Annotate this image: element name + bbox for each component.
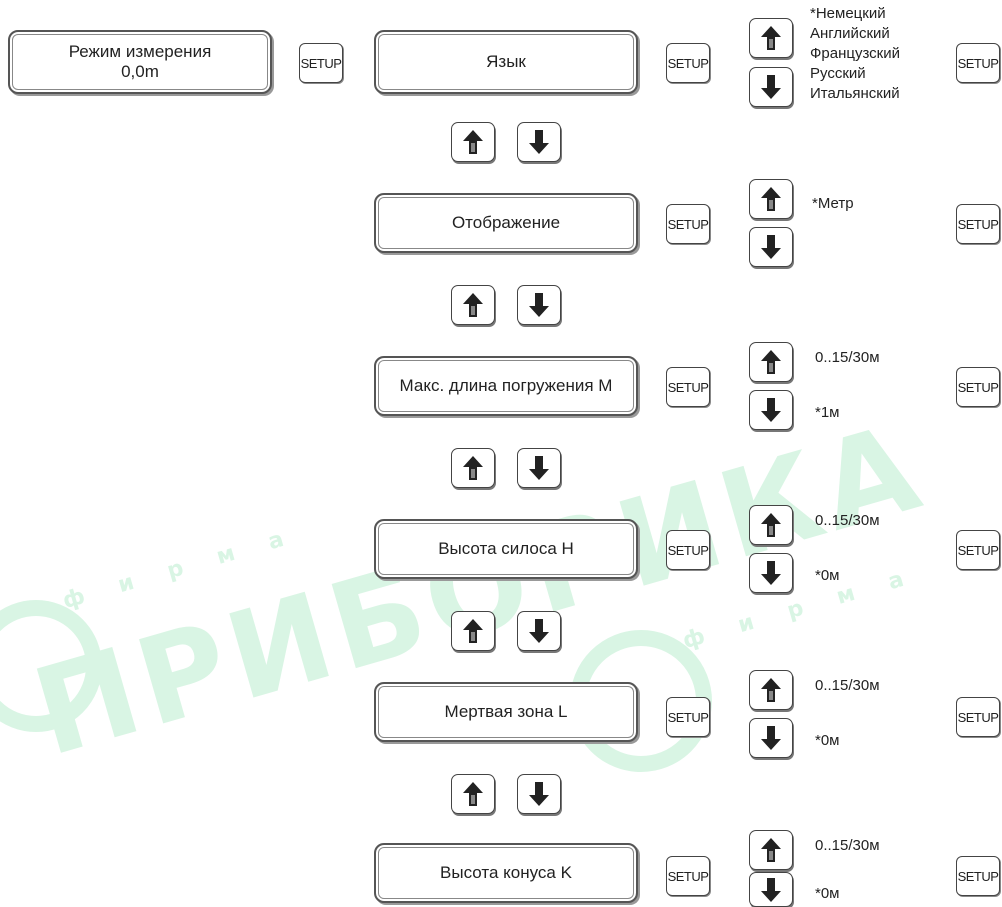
range-text: 0..15/30м [815, 512, 880, 529]
measure-mode-title: Режим измерения [68, 42, 212, 61]
range-text: 0..15/30м [815, 677, 880, 694]
menu-up-button[interactable] [451, 285, 495, 325]
menu-item-label: Язык [486, 52, 526, 71]
arrow-up-icon [761, 350, 781, 374]
value-down-button[interactable] [749, 553, 793, 593]
menu-item-display: Высота конуса K [374, 843, 638, 903]
value-up-button[interactable] [749, 179, 793, 219]
value-down-button[interactable] [749, 390, 793, 430]
value-up-button[interactable] [749, 670, 793, 710]
arrow-up-icon [463, 456, 483, 480]
setup-button[interactable]: SETUP [956, 204, 1000, 244]
menu-down-button[interactable] [517, 611, 561, 651]
arrow-down-icon [529, 782, 549, 806]
arrow-up-icon [761, 678, 781, 702]
menu-item-display: Макс. длина погружения M [374, 356, 638, 416]
menu-item-display: Мертвая зона L [374, 682, 638, 742]
value-down-button[interactable] [749, 227, 793, 267]
value-up-button[interactable] [749, 505, 793, 545]
arrow-up-icon [761, 838, 781, 862]
value-down-button[interactable] [749, 67, 793, 107]
option-item: Английский [810, 25, 890, 42]
setup-button[interactable]: SETUP [666, 856, 710, 896]
arrow-up-icon [463, 130, 483, 154]
setup-button[interactable]: SETUP [956, 530, 1000, 570]
arrow-down-icon [761, 561, 781, 585]
option-item: Итальянский [810, 85, 900, 102]
setup-button[interactable]: SETUP [666, 367, 710, 407]
language-options: *Немецкий Английский Французский Русский… [810, 4, 900, 104]
watermark-logo-ring [0, 600, 102, 732]
value-up-button[interactable] [749, 18, 793, 58]
measure-mode-value: 0,0m [121, 62, 159, 81]
menu-up-button[interactable] [451, 611, 495, 651]
arrow-up-icon [761, 513, 781, 537]
setup-button[interactable]: SETUP [666, 697, 710, 737]
menu-down-button[interactable] [517, 448, 561, 488]
default-text: *0м [815, 885, 840, 902]
menu-down-button[interactable] [517, 285, 561, 325]
value-down-button[interactable] [749, 872, 793, 907]
setup-button[interactable]: SETUP [956, 367, 1000, 407]
default-text: *1м [815, 404, 840, 421]
arrow-down-icon [529, 619, 549, 643]
menu-down-button[interactable] [517, 774, 561, 814]
range-text: 0..15/30м [815, 837, 880, 854]
setup-button[interactable]: SETUP [299, 43, 343, 83]
arrow-down-icon [761, 726, 781, 750]
menu-up-button[interactable] [451, 122, 495, 162]
menu-item-display: Язык [374, 30, 638, 94]
menu-down-button[interactable] [517, 122, 561, 162]
arrow-down-icon [529, 456, 549, 480]
arrow-up-icon [463, 619, 483, 643]
setup-button[interactable]: SETUP [956, 43, 1000, 83]
setup-button[interactable]: SETUP [666, 530, 710, 570]
measure-mode-display: Режим измерения 0,0m [8, 30, 272, 94]
arrow-down-icon [761, 75, 781, 99]
option-item: Французский [810, 45, 900, 62]
arrow-up-icon [463, 293, 483, 317]
setup-button[interactable]: SETUP [666, 204, 710, 244]
setup-button[interactable]: SETUP [956, 856, 1000, 896]
menu-item-display: Отображение [374, 193, 638, 253]
setup-button[interactable]: SETUP [666, 43, 710, 83]
arrow-down-icon [761, 398, 781, 422]
option-item: Русский [810, 65, 866, 82]
value-up-button[interactable] [749, 830, 793, 870]
range-text: 0..15/30м [815, 349, 880, 366]
value-down-button[interactable] [749, 718, 793, 758]
watermark-tag: ф и р м а [60, 523, 300, 615]
arrow-up-icon [463, 782, 483, 806]
menu-item-label: Отображение [451, 213, 561, 232]
setup-button[interactable]: SETUP [956, 697, 1000, 737]
watermark-tag-2: ф и р м а [680, 563, 920, 655]
menu-item-label: Макс. длина погружения M [399, 376, 613, 395]
arrow-down-icon [529, 130, 549, 154]
option-item: *Немецкий [810, 5, 886, 22]
arrow-down-icon [529, 293, 549, 317]
arrow-down-icon [761, 235, 781, 259]
menu-item-label: Мертвая зона L [444, 702, 568, 721]
menu-up-button[interactable] [451, 774, 495, 814]
menu-item-display: Высота силоса H [374, 519, 638, 579]
display-option: *Метр [812, 195, 854, 212]
arrow-up-icon [761, 187, 781, 211]
default-text: *0м [815, 732, 840, 749]
arrow-up-icon [761, 26, 781, 50]
menu-item-label: Высота силоса H [438, 539, 574, 558]
menu-up-button[interactable] [451, 448, 495, 488]
arrow-down-icon [761, 877, 781, 902]
default-text: *0м [815, 567, 840, 584]
value-up-button[interactable] [749, 342, 793, 382]
menu-item-label: Высота конуса K [440, 863, 572, 882]
